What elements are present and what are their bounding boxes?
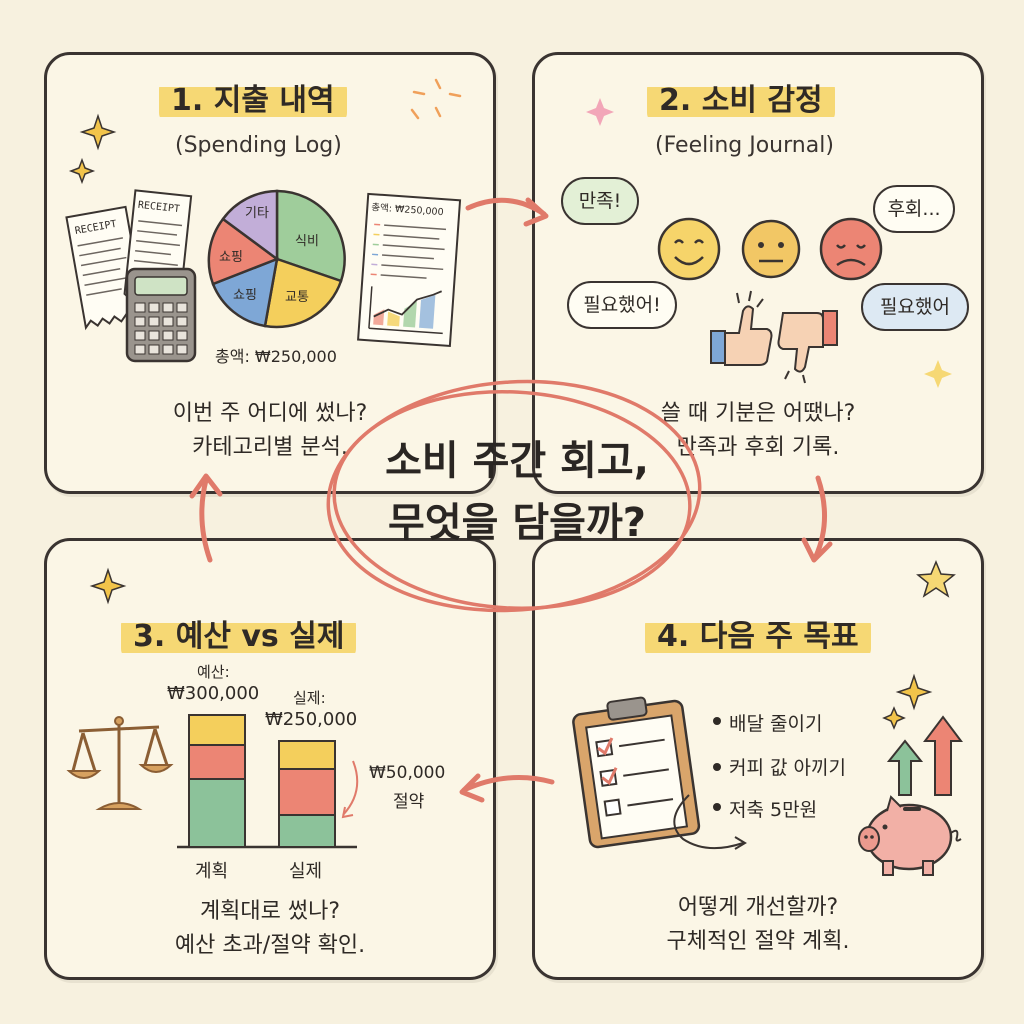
thumbs-up-icon	[710, 305, 773, 366]
pie-label: 기타	[245, 206, 269, 221]
report-total: 총액: ₩250,000	[371, 201, 444, 218]
sparkle-icons	[68, 113, 956, 730]
total-amount: 총액: ₩250,000	[215, 347, 337, 366]
caption-line: 만족과 후회 기록.	[676, 435, 840, 460]
panel-subtitle: (Feeling Journal)	[655, 133, 834, 158]
balance-scale-icon	[66, 716, 174, 810]
budget-bar-chart	[177, 714, 359, 849]
panel-caption: 어떻게 개선할까? 구체적인 절약 계획.	[535, 891, 981, 959]
panel-caption: 계획대로 썼나? 예산 초과/절약 확인.	[47, 895, 493, 963]
bar-label: 계획	[195, 861, 229, 882]
caption-line: 예산 초과/절약 확인.	[174, 933, 366, 958]
report-document: 총액: ₩250,000	[357, 192, 462, 348]
piggy-bank-icon	[858, 795, 962, 876]
loop-arrow-decoration	[673, 794, 747, 850]
thumbs-icons	[710, 290, 838, 384]
next-week-goals-panel: 4. 다음 주 목표 배달 줄이기 커피 값 아끼기 저축 5만원	[532, 538, 984, 980]
actual-label: 실제:	[293, 689, 326, 707]
goal-item: 커피 값 아끼기	[729, 757, 846, 779]
pie-label: 쇼핑	[233, 288, 257, 303]
center-title-line: 무엇을 담을까?	[388, 500, 646, 546]
receipt-label: RECEIPT	[137, 200, 180, 215]
bar-label: 실제	[289, 861, 323, 882]
pie-label: 교통	[285, 290, 309, 305]
thumbs-down-icon	[777, 310, 838, 373]
center-title-line: 소비 주간 회고,	[385, 438, 649, 484]
clipboard-checklist-icon	[572, 696, 701, 849]
caption-line: 쓸 때 기분은 어땠나?	[660, 401, 856, 426]
panel-title: 1. 지출 내역	[159, 79, 347, 123]
pie-label: 쇼핑	[219, 250, 243, 265]
center-title-ellipse	[326, 379, 702, 613]
arrow-down-icon	[813, 475, 827, 559]
savings-value: ₩50,000	[369, 763, 446, 783]
caption-line: 이번 주 어디에 썼나?	[172, 401, 368, 426]
growth-arrows-icon	[886, 715, 963, 796]
panel-title: 3. 예산 vs 실제	[121, 615, 357, 659]
sad-face-icon	[819, 217, 883, 281]
goal-item: 배달 줄이기	[729, 713, 823, 735]
caption-line: 카테고리별 분석.	[192, 435, 348, 460]
speech-bubble: 만족!	[561, 177, 639, 225]
goal-bullets	[713, 717, 721, 811]
speech-bubble: 필요했어	[861, 283, 969, 331]
pie-label: 식비	[295, 234, 319, 249]
feeling-journal-panel: 2. 소비 감정 (Feeling Journal) 만족! 후회... 필요했…	[532, 52, 984, 494]
speech-bubble: 필요했어!	[567, 281, 677, 329]
panel-title: 2. 소비 감정	[647, 79, 835, 123]
emotion-faces	[657, 217, 883, 281]
goal-item: 저축 5만원	[729, 799, 818, 821]
speech-bubble: 후회...	[873, 185, 955, 233]
sparkle-icons	[924, 360, 952, 388]
actual-value: ₩250,000	[265, 709, 358, 730]
budget-vs-actual-panel: 3. 예산 vs 실제 예산: ₩300,000 실제: ₩250,000 ₩5…	[44, 538, 496, 980]
sparkle-icons	[586, 98, 614, 126]
panel-caption: 이번 주 어디에 썼나? 카테고리별 분석.	[47, 397, 493, 465]
budget-value: ₩300,000	[167, 683, 260, 704]
happy-face-icon	[657, 217, 721, 281]
arrow-up-icon	[199, 477, 213, 563]
neutral-face-icon	[741, 219, 801, 279]
caption-line: 계획대로 썼나?	[199, 899, 341, 924]
panel-title: 4. 다음 주 목표	[645, 615, 871, 659]
calculator-icon	[125, 267, 197, 363]
panel-caption: 쓸 때 기분은 어땠나? 만족과 후회 기록.	[535, 397, 981, 465]
budget-label: 예산:	[197, 663, 230, 681]
center-title: 소비 주간 회고, 무엇을 담을까?	[352, 430, 682, 554]
arrow-left-icon	[461, 775, 555, 793]
caption-line: 구체적인 절약 계획.	[666, 929, 850, 954]
savings-label: 절약	[393, 792, 425, 812]
panel-subtitle: (Spending Log)	[175, 133, 342, 158]
spending-log-panel: 1. 지출 내역 (Spending Log) RECEIPT RECEIPT	[44, 52, 496, 494]
caption-line: 어떻게 개선할까?	[677, 895, 839, 920]
category-pie-chart: 기타 식비 교통 쇼핑 쇼핑	[207, 189, 346, 329]
